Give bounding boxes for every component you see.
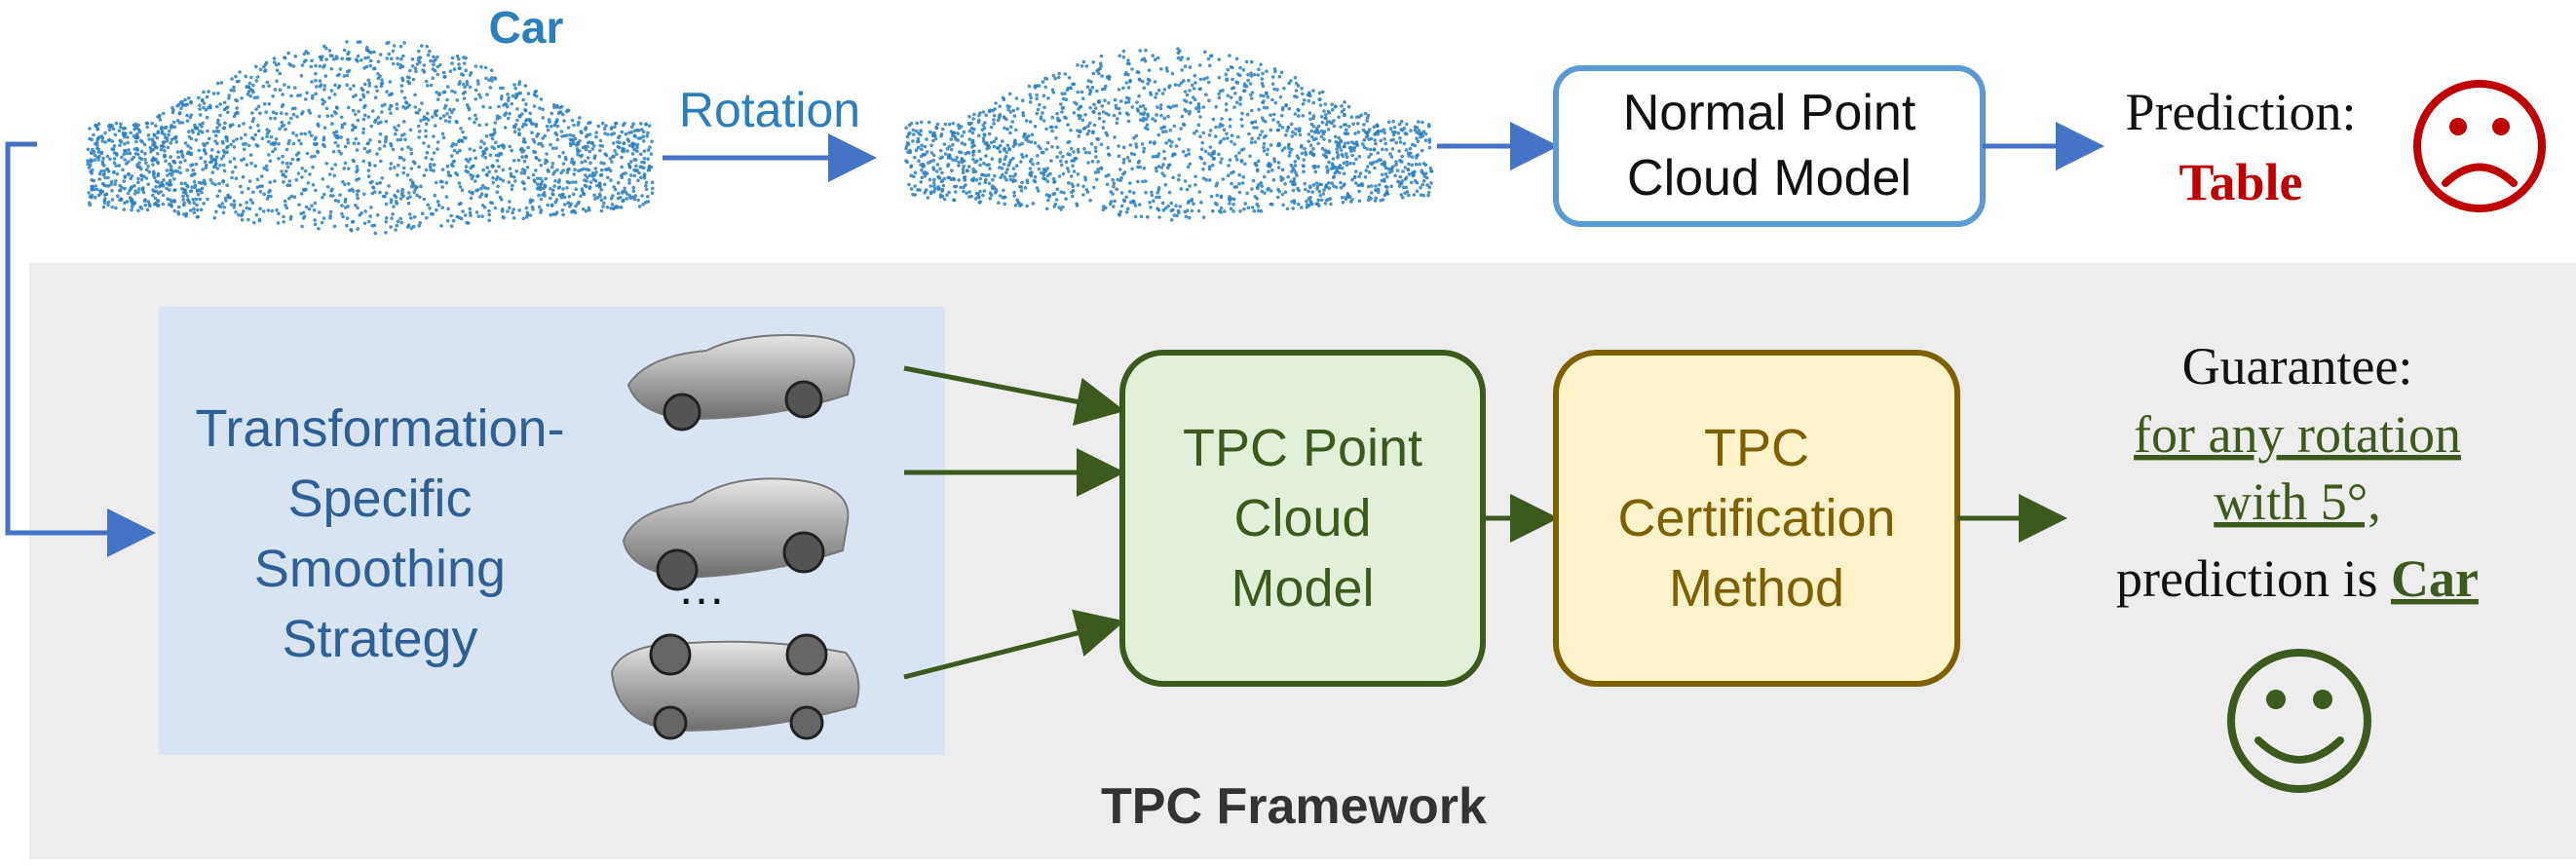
- prediction-label: Prediction:: [2126, 83, 2357, 141]
- guarantee-line3: prediction is Car: [2116, 549, 2479, 608]
- normal-model-line1: Normal Point: [1623, 85, 1916, 141]
- tpc-model-line3: Model: [1231, 559, 1374, 618]
- car-render-icon-1: [626, 334, 855, 432]
- tpc-model-line1: TPC Point: [1183, 419, 1422, 477]
- framework-title: TPC Framework: [1101, 778, 1487, 835]
- smoothing-line2: Specific: [287, 470, 472, 528]
- car-render-icon-2: [622, 477, 850, 591]
- point-cloud-car-icon: [86, 40, 655, 236]
- guarantee-line2: with 5°,: [2214, 472, 2381, 531]
- ellipsis: …: [677, 560, 726, 615]
- prediction-value: Table: [2178, 153, 2302, 211]
- sample-arrow-3: [903, 609, 1125, 680]
- point-cloud-rotated-car-icon: [904, 47, 1434, 222]
- smoothing-line1: Transformation-: [195, 399, 564, 458]
- input-label: Car: [489, 2, 564, 53]
- guarantee-value: Car: [2391, 549, 2479, 608]
- sample-arrow-1: [903, 365, 1125, 426]
- tpc-cert-line3: Method: [1669, 559, 1844, 618]
- tpc-model-line2: Cloud: [1233, 489, 1371, 547]
- happy-face-icon: [2227, 649, 2371, 793]
- guarantee-line1: for any rotation: [2134, 405, 2461, 464]
- guarantee-label: Guarantee:: [2182, 337, 2413, 395]
- rotation-label: Rotation: [679, 83, 860, 137]
- normal-model-line2: Cloud Model: [1627, 150, 1912, 207]
- input-feed-arrow: [5, 141, 156, 557]
- tpc-cert-line1: TPC: [1704, 419, 1809, 477]
- sad-face-icon: [2413, 80, 2546, 212]
- guarantee-line3-prefix: prediction is: [2116, 549, 2377, 608]
- car-render-icon-3: [610, 633, 860, 740]
- smoothing-line3: Smoothing: [254, 540, 506, 598]
- tpc-cert-line2: Certification: [1617, 489, 1895, 547]
- smoothing-line4: Strategy: [282, 610, 477, 668]
